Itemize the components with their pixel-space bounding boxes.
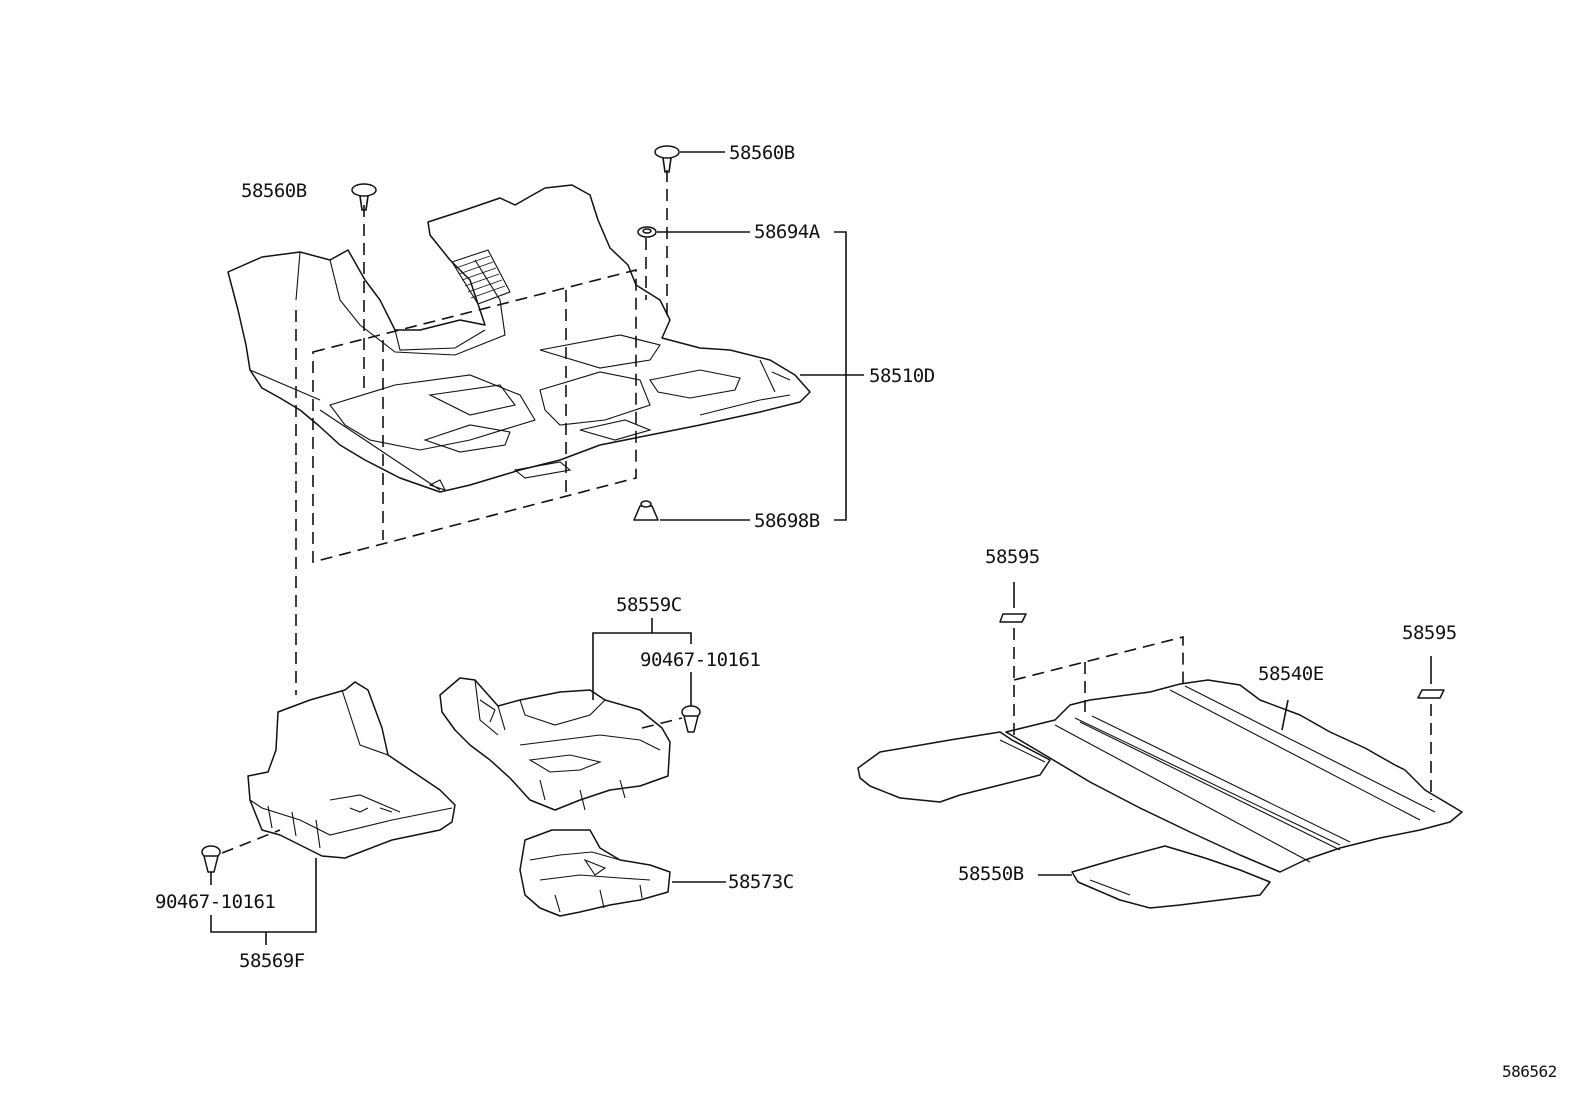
floor-mat-left-piece xyxy=(857,731,1051,803)
push-clip-icon xyxy=(681,705,701,733)
part-label-58560B-left: 58560B xyxy=(241,180,307,202)
tag-icon xyxy=(999,613,1027,623)
part-label-58595-right: 58595 xyxy=(1402,622,1457,644)
floor-pad-58559C xyxy=(439,677,671,811)
floor-pad-58569F xyxy=(247,681,456,859)
part-label-58569F: 58569F xyxy=(239,950,305,972)
floor-carpet-58510D xyxy=(227,184,811,493)
floor-mat-58540E xyxy=(1005,679,1463,873)
part-label-58550B: 58550B xyxy=(958,863,1024,885)
floor-hook-icon xyxy=(637,226,657,238)
floor-mat-58550B xyxy=(1071,845,1271,909)
part-label-58560B-right: 58560B xyxy=(729,142,795,164)
floor-hook-icon xyxy=(633,500,659,521)
floor-pad-58573C xyxy=(519,829,671,917)
part-label-58573C: 58573C xyxy=(728,871,794,893)
push-clip-icon xyxy=(654,145,680,173)
part-label-90467-bottom: 90467-10161 xyxy=(155,891,276,913)
part-label-58559C: 58559C xyxy=(616,594,682,616)
part-label-58540E: 58540E xyxy=(1258,663,1324,685)
part-label-58698B: 58698B xyxy=(754,510,820,532)
part-label-58595-left: 58595 xyxy=(985,546,1040,568)
part-label-90467-top: 90467-10161 xyxy=(640,649,761,671)
part-label-58510D: 58510D xyxy=(869,365,935,387)
part-label-58694A: 58694A xyxy=(754,221,820,243)
push-clip-icon xyxy=(201,845,221,873)
diagram-id: 586562 xyxy=(1502,1062,1557,1081)
tag-icon xyxy=(1417,689,1445,699)
push-clip-icon xyxy=(351,183,377,211)
